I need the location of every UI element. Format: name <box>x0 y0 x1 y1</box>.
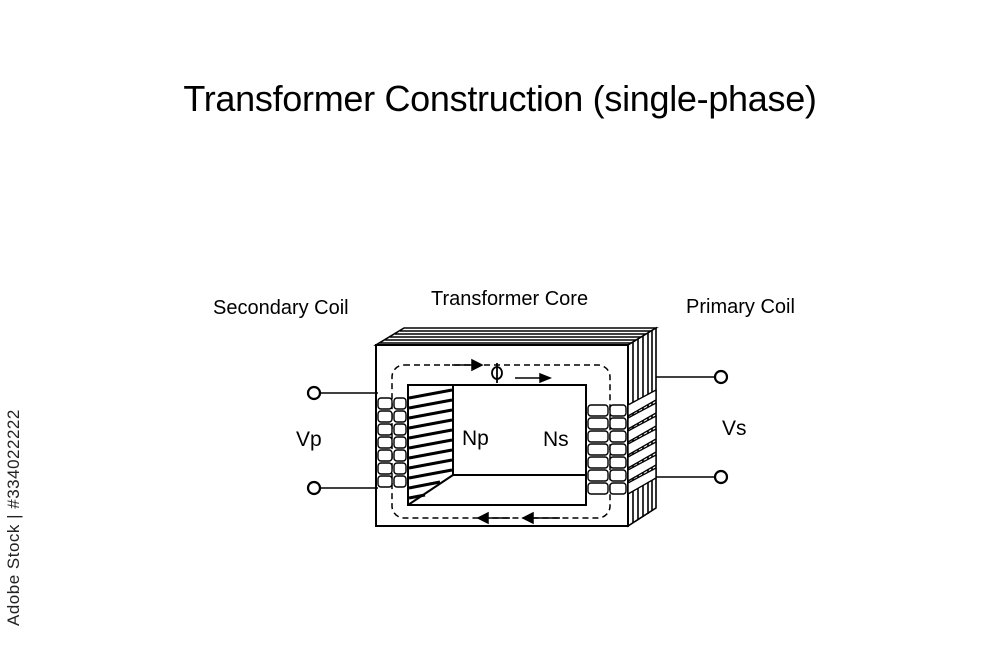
left-top-terminal <box>306 385 322 401</box>
terminal-leads <box>306 369 729 496</box>
right-winding-side <box>627 388 657 496</box>
left-winding <box>408 388 453 500</box>
secondary-coil-label: Secondary Coil <box>213 297 349 319</box>
right-winding-turns <box>587 404 627 495</box>
vp-label: Vp <box>296 428 322 451</box>
vs-label: Vs <box>722 417 747 440</box>
right-top-terminal <box>713 369 729 385</box>
flux-symbol <box>491 363 503 383</box>
left-bottom-terminal <box>306 480 322 496</box>
transformer-core-label: Transformer Core <box>431 288 589 310</box>
right-bottom-terminal <box>713 469 729 485</box>
left-winding-turns <box>377 397 407 488</box>
page-title: Transformer Construction (single-phase) <box>183 78 817 119</box>
np-label: Np <box>462 427 489 450</box>
flux-arrows <box>452 358 560 525</box>
ns-label: Ns <box>543 428 569 451</box>
primary-coil-label: Primary Coil <box>686 296 795 318</box>
stock-id-watermark: Adobe Stock | #334022222 <box>4 409 23 626</box>
